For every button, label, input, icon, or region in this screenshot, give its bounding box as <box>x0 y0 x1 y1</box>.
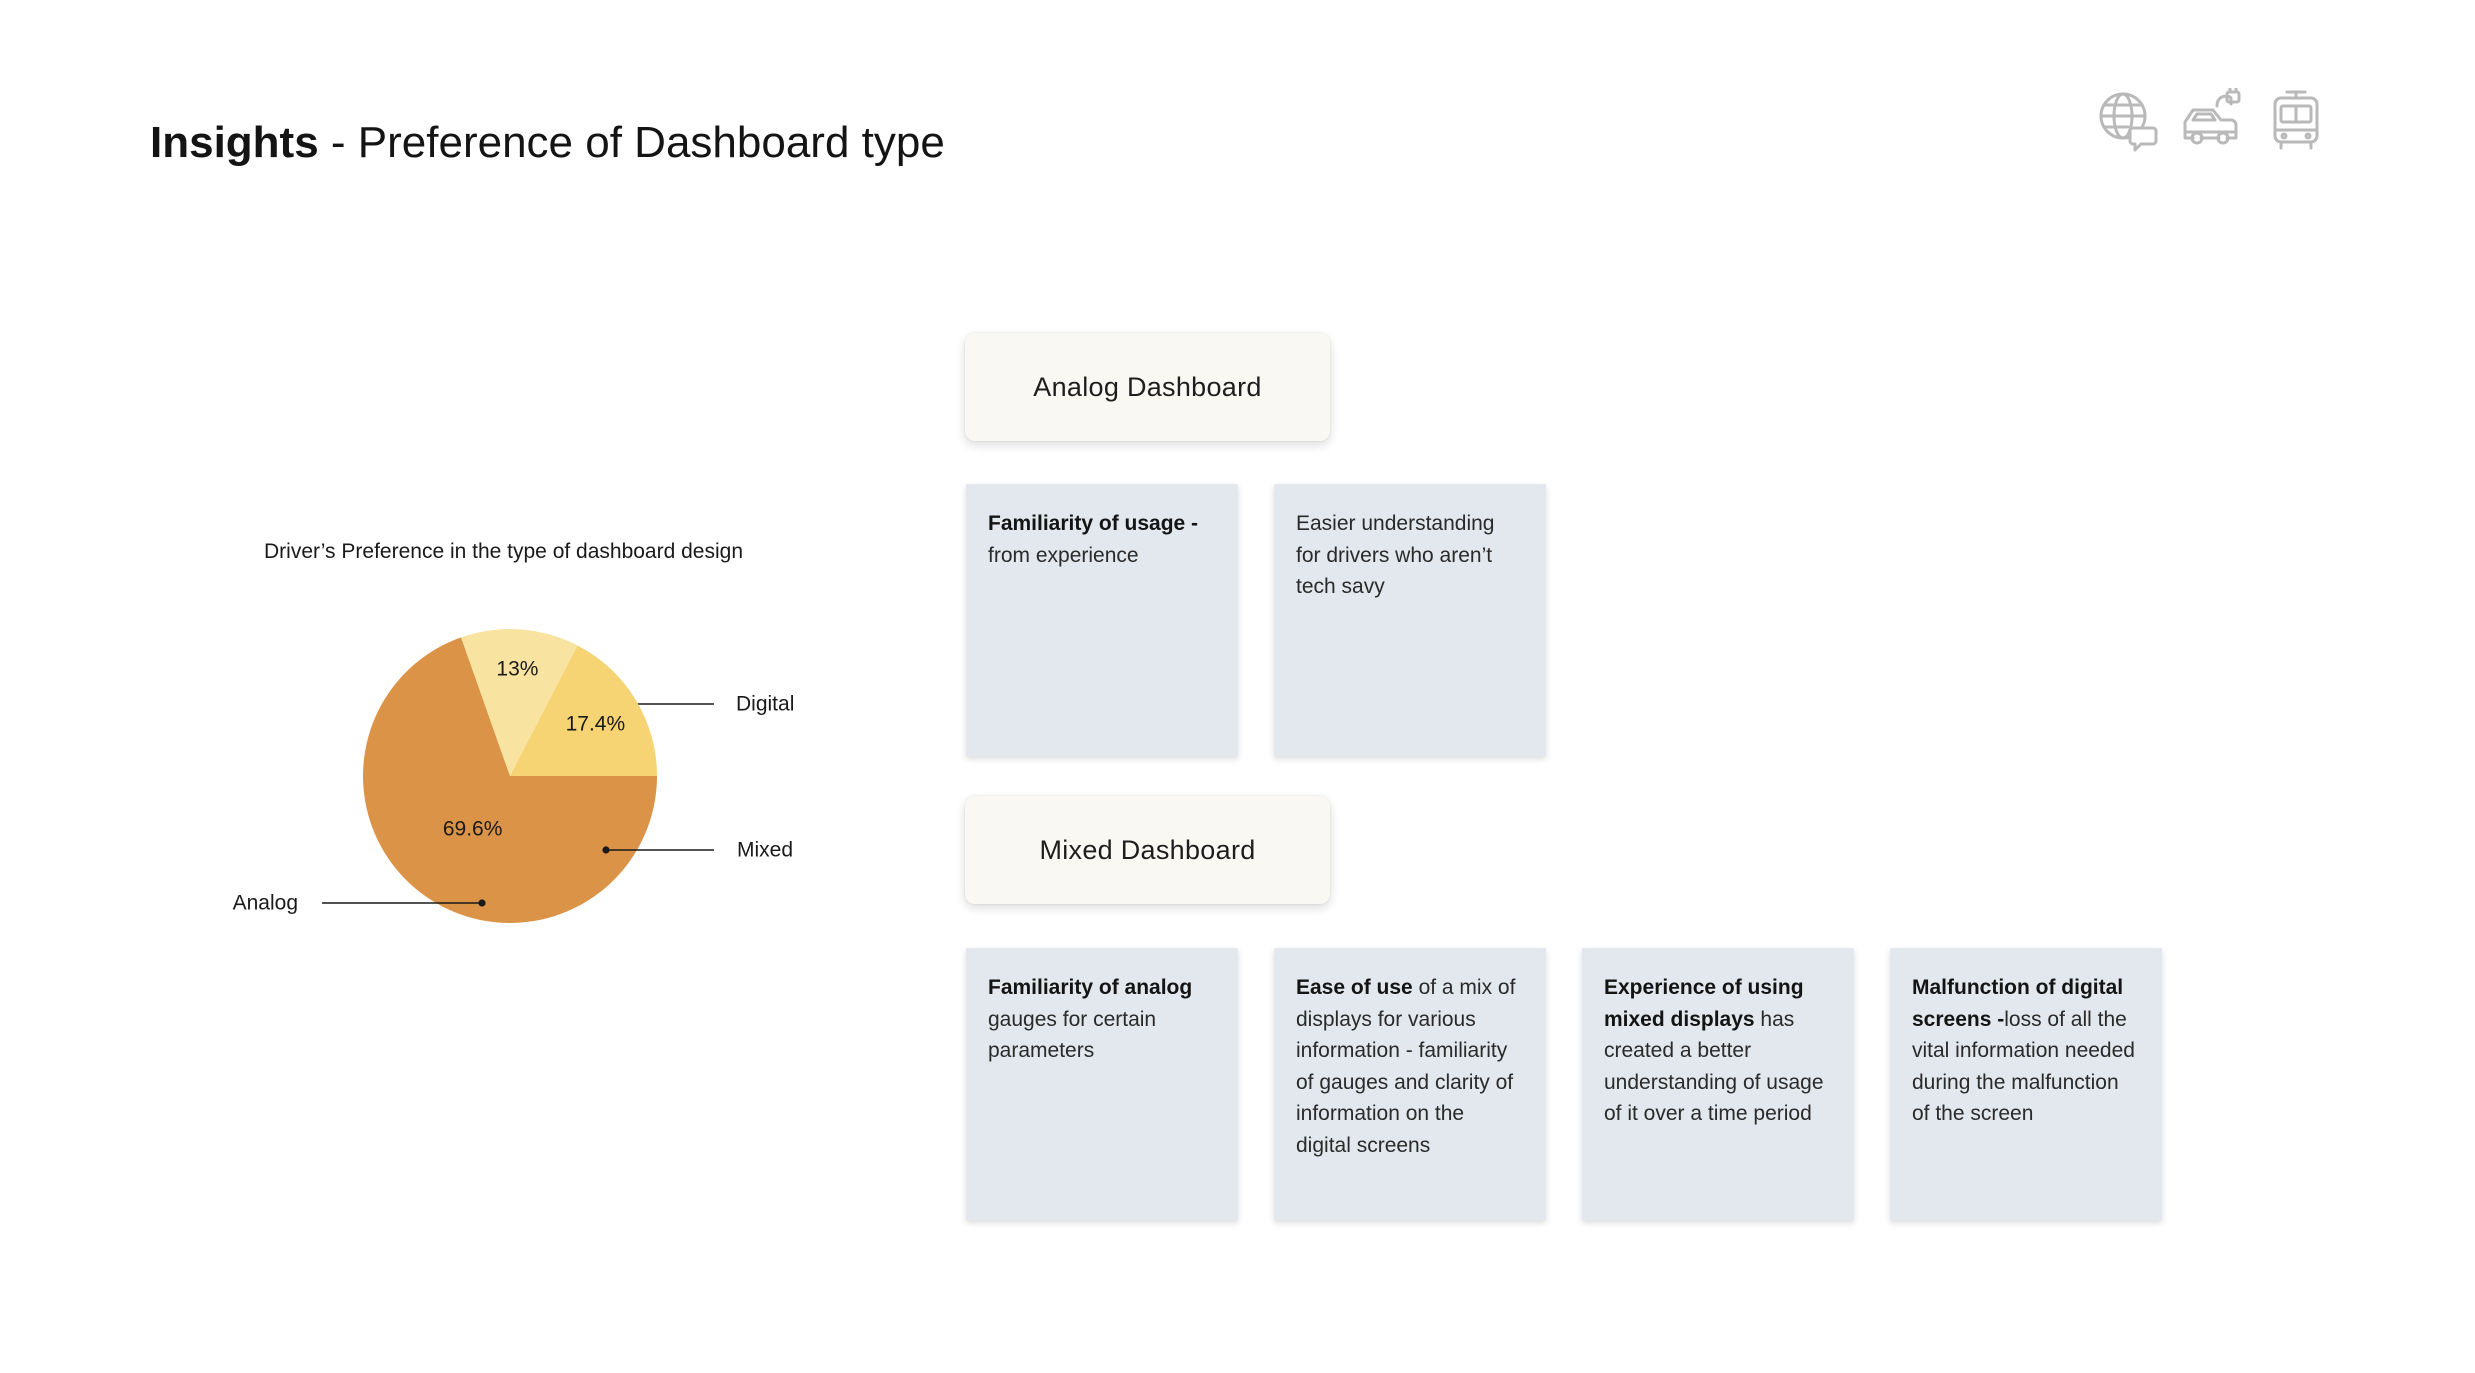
data-label-analog: 17.4% <box>566 713 626 736</box>
callout-dot-analog <box>478 899 486 907</box>
mixed-card-2-bold: Ease of use <box>1296 976 1413 999</box>
pie-slice-mixed <box>461 629 578 776</box>
legend-label-digital: Digital <box>736 693 794 716</box>
electric-car-icon <box>2183 88 2241 145</box>
legend-label-analog: Analog <box>233 892 298 915</box>
mixed-dashboard-button[interactable]: Mixed Dashboard <box>965 796 1330 904</box>
mixed-card-4-text: loss of all the vital information needed… <box>1912 1007 2135 1126</box>
callout-dot-mixed <box>602 846 610 854</box>
legend-label-mixed: Mixed <box>737 839 793 862</box>
mixed-card-3: Experience of using mixed displays has c… <box>1582 948 1854 1220</box>
header-icons <box>2095 88 2329 154</box>
mixed-card-3-text: has created a better understanding of us… <box>1604 1007 1824 1126</box>
pie-slice-analog <box>510 645 657 776</box>
analog-card-1-bold: Familiarity of usage - <box>988 512 1199 535</box>
data-label-digital: 69.6% <box>443 817 503 840</box>
mixed-card-4-bold: Malfunction of digital screens - <box>1912 976 2124 1031</box>
page-title-rest: - Preference of Dashboard type <box>318 118 945 167</box>
analog-card-2-text: Easier understanding for drivers who are… <box>1296 512 1495 598</box>
page-title-bold: Insights <box>150 118 319 167</box>
pie-slice-digital <box>363 637 657 923</box>
bus-icon <box>2273 90 2319 150</box>
analog-card-1: Familiarity of usage - from experience <box>966 484 1238 756</box>
data-label-mixed: 13% <box>496 657 538 680</box>
analog-card-2: Easier understanding for drivers who are… <box>1274 484 1546 756</box>
analog-card-1-text: from experience <box>988 543 1139 567</box>
mixed-card-2: Ease of use of a mix of displays for var… <box>1274 948 1546 1220</box>
mixed-card-4: Malfunction of digital screens -loss of … <box>1890 948 2162 1220</box>
globe-chat-icon <box>2099 92 2158 152</box>
mixed-card-1-text: gauges for certain parameters <box>988 1007 1157 1063</box>
analog-dashboard-button[interactable]: Analog Dashboard <box>965 333 1330 441</box>
page-title: Insights - Preference of Dashboard type <box>150 118 945 168</box>
mixed-card-1: Familiarity of analog gauges for certain… <box>966 948 1238 1220</box>
mixed-card-2-text: of a mix of displays for various informa… <box>1296 976 1516 1157</box>
mixed-card-3-bold: Experience of using mixed displays <box>1604 976 1804 1031</box>
chart-title: Driver’s Preference in the type of dashb… <box>264 540 744 563</box>
pie-chart: 69.6% Digital 13% Mixed 17.4% Analog <box>233 629 794 923</box>
mixed-card-1-bold: Familiarity of analog <box>988 976 1193 999</box>
